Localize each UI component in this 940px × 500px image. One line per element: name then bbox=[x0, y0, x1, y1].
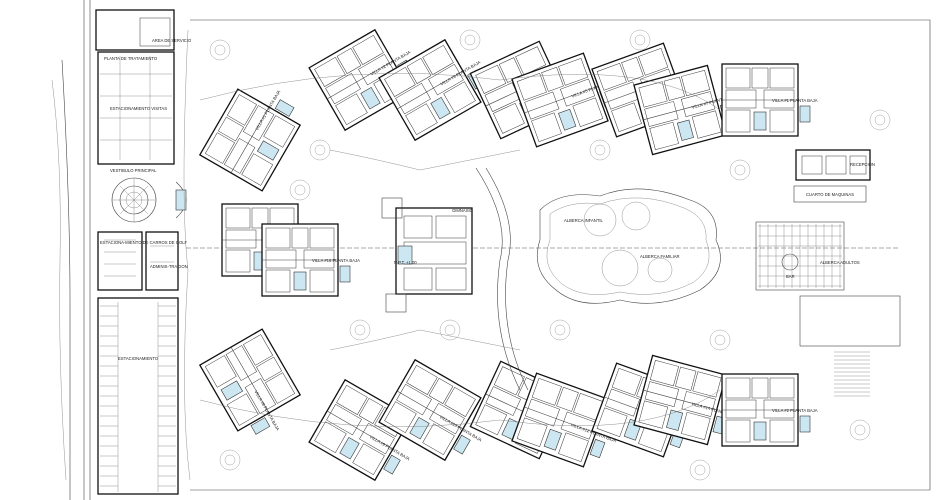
estacionamiento-label: ESTACIONAMIENTO bbox=[118, 356, 159, 361]
cuarto-maquinas-label: CUARTO DE MAQUINAS bbox=[806, 192, 854, 197]
villa-label: VILLA #1 PLANTA BAJA bbox=[772, 98, 818, 103]
planta-tratamiento-label: PLANTA DE TRATAMIENTO bbox=[104, 56, 158, 61]
gimnasio-label: GIMNASIO bbox=[452, 208, 474, 213]
vestibule-roundabout bbox=[111, 177, 187, 223]
garden-paths bbox=[199, 73, 721, 427]
estacionamiento-visitas-label: ESTACIONAMIENTO VISITAS bbox=[110, 106, 167, 111]
villa-unit: VILLA #16 PLANTA BAJA bbox=[261, 223, 360, 297]
alberca-adultos-label: ALBERCA ADULTOS bbox=[820, 260, 860, 265]
villa-label: VILLA #16 PLANTA BAJA bbox=[312, 258, 360, 263]
parking-lot bbox=[97, 297, 179, 495]
gym-building bbox=[381, 197, 473, 313]
villa-unit: VILLA #10 PLANTA BAJA bbox=[378, 358, 483, 462]
villa-clusters: VILLA #1 PLANTA BAJA VILLA #2 PLANTA BAJA… bbox=[198, 28, 818, 482]
reception-block bbox=[793, 149, 871, 203]
entrance-road bbox=[51, 0, 91, 500]
recepcion-label: RECEPCION bbox=[850, 162, 875, 167]
site-boundary bbox=[183, 19, 931, 491]
bar-label: BAR bbox=[786, 274, 795, 279]
admin-block bbox=[97, 231, 179, 291]
area-servicio-label: AREA DE SERVICIO bbox=[152, 38, 192, 43]
villa-unit: VILLA #1 PLANTA BAJA bbox=[721, 63, 818, 137]
vestibulo-label: VESTIBULO PRINCIPAL bbox=[110, 168, 157, 173]
villa-unit: VILLA #2 PLANTA BAJA bbox=[721, 373, 818, 447]
bar-pergola bbox=[755, 221, 845, 291]
villa-unit: VILLA #1 PLANTA BAJA bbox=[198, 88, 302, 192]
alberca-infantil-label: ALBERCA INFANTIL bbox=[564, 218, 604, 223]
level-label: N.P.T. +1.00 bbox=[394, 260, 417, 265]
administracion-label: ADMINIS-TRACION bbox=[150, 264, 188, 269]
service-area bbox=[95, 9, 175, 165]
landscape-trees bbox=[209, 29, 891, 481]
villa-label: VILLA #2 PLANTA BAJA bbox=[772, 408, 818, 413]
villa-unit: VILLA #8 PLANTA BAJA bbox=[198, 328, 302, 435]
right-court bbox=[799, 295, 901, 397]
villa-unit: VILLA #9 PLANTA BAJA bbox=[308, 378, 412, 482]
carros-golf-label: ESTACIONA-MIENTO DE CARROS DE GOLF bbox=[100, 240, 188, 245]
alberca-familiar-label: ALBERCA FAMILIAR bbox=[640, 254, 680, 259]
family-pool bbox=[536, 188, 721, 304]
